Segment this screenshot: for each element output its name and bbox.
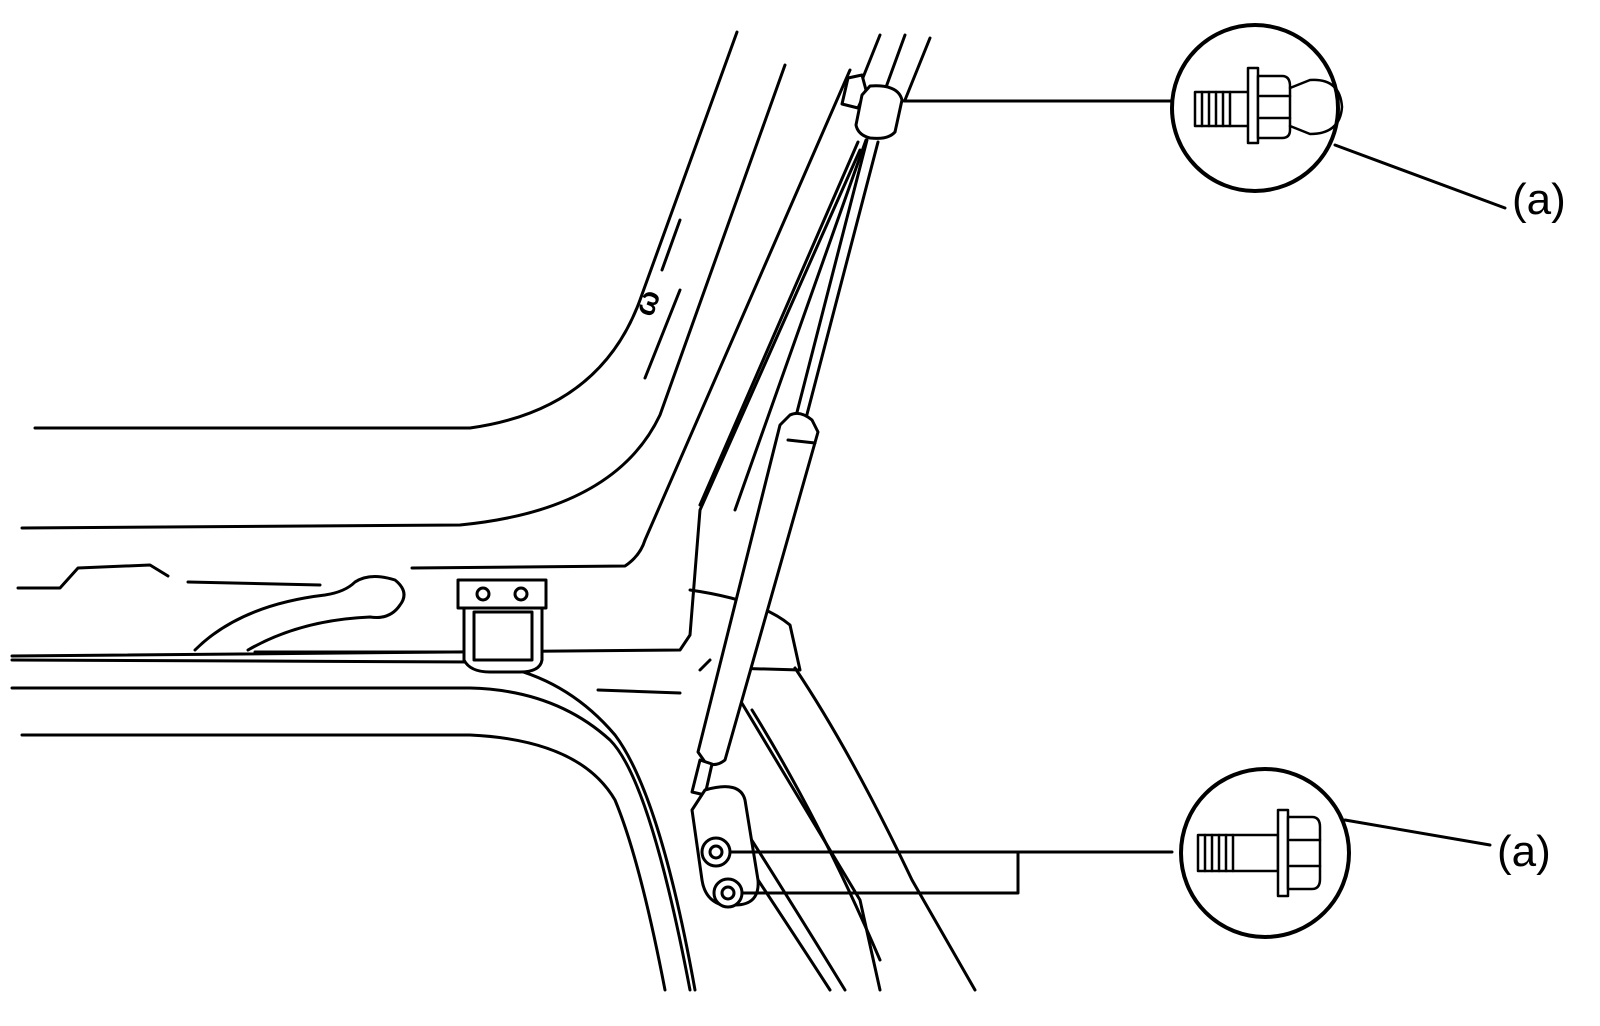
upper-callout-label: (a) xyxy=(1512,175,1566,224)
flange-bolt-icon xyxy=(1179,767,1351,939)
tailgate-hinge-bracket xyxy=(456,578,548,674)
lower-callout-label: (a) xyxy=(1497,827,1551,876)
vehicle-body-outline xyxy=(10,30,977,992)
upper-bolt-head xyxy=(700,836,732,868)
ball-stud-bolt-icon xyxy=(1170,23,1344,193)
lower-bolt-head xyxy=(712,877,744,909)
leader-lines xyxy=(728,99,1174,895)
lower-callout-pointer xyxy=(1343,818,1492,847)
upper-callout-pointer xyxy=(1333,143,1507,210)
gas-strut xyxy=(690,73,904,797)
lower-strut-bracket xyxy=(690,785,760,909)
